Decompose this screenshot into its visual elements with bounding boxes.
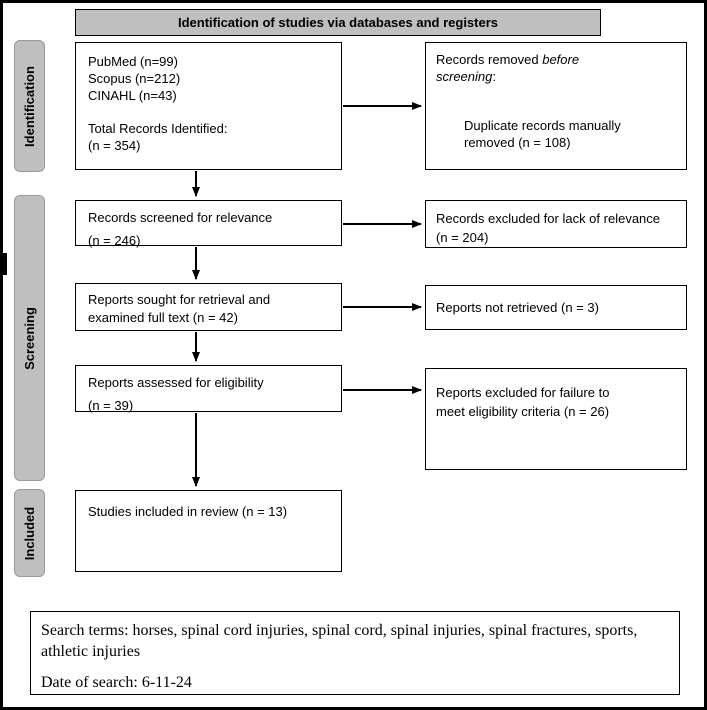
- stage-included-text: Included: [22, 506, 38, 560]
- records-excluded-box: Records excluded for lack of relevance (…: [425, 200, 687, 248]
- stage-label-screening: Screening: [14, 195, 45, 481]
- stage-screening-text: Screening: [22, 306, 38, 370]
- studies-included-text: Studies included in review (n = 13): [88, 504, 288, 519]
- records-screened-text: Records screened for relevance: [88, 210, 273, 225]
- diagram-title: Identification of studies via databases …: [177, 15, 499, 30]
- reports-assessed-box: Reports assessed for eligibility (n = 39…: [75, 365, 342, 413]
- reports-assessed-count: (n = 39): [88, 398, 134, 413]
- records-removed-heading: Records removed before screening:: [436, 51, 616, 85]
- records-removed-suffix: :: [492, 69, 496, 84]
- stage-label-identification: Identification: [14, 40, 45, 172]
- search-terms-text: Search terms: horses, spinal cord injuri…: [41, 622, 638, 660]
- total-records-label: Total Records Identified:: [88, 121, 228, 136]
- page-edge-mark: [3, 253, 7, 275]
- reports-not-retrieved-text: Reports not retrieved (n = 3): [436, 300, 599, 315]
- reports-sought-box: Reports sought for retrieval and examine…: [75, 283, 342, 331]
- reports-assessed-text: Reports assessed for eligibility: [88, 375, 264, 390]
- records-removed-box: Records removed before screening: Duplic…: [425, 42, 687, 170]
- reports-excluded-text: Reports excluded for failure to meet eli…: [436, 385, 610, 419]
- diagram-title-bar: Identification of studies via databases …: [75, 9, 601, 36]
- records-excluded-text: Records excluded for lack of relevance (…: [436, 211, 661, 245]
- records-screened-box: Records screened for relevance (n = 246): [75, 200, 342, 248]
- search-info-box: Search terms: horses, spinal cord injuri…: [30, 611, 680, 695]
- total-records-value: (n = 354): [88, 138, 141, 153]
- stage-label-included: Included: [14, 489, 45, 577]
- records-removed-prefix: Records removed: [436, 52, 543, 67]
- reports-not-retrieved-box: Reports not retrieved (n = 3): [425, 285, 687, 330]
- date-of-search-text: Date of search: 6-11-24: [41, 674, 192, 691]
- reports-excluded-box: Reports excluded for failure to meet eli…: [425, 368, 687, 470]
- records-screened-count: (n = 246): [88, 233, 141, 248]
- studies-included-box: Studies included in review (n = 13): [75, 490, 342, 572]
- db-count-scopus: Scopus (n=212): [88, 71, 181, 86]
- reports-sought-text: Reports sought for retrieval and examine…: [88, 292, 271, 325]
- duplicates-removed-text: Duplicate records manually removed (n = …: [464, 118, 621, 150]
- records-identified-box: PubMed (n=99) Scopus (n=212) CINAHL (n=4…: [75, 42, 342, 170]
- stage-identification-text: Identification: [22, 65, 38, 147]
- db-count-pubmed: PubMed (n=99): [88, 54, 178, 69]
- records-removed-italic: before screening: [436, 52, 580, 84]
- db-count-cinahl: CINAHL (n=43): [88, 88, 177, 103]
